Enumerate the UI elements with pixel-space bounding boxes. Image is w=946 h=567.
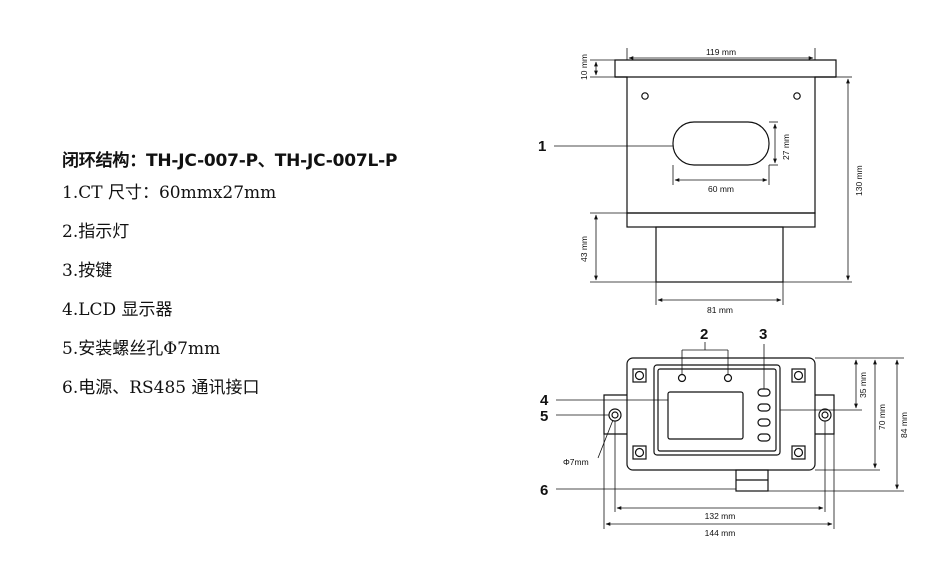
dim-label-144: 144 mm [705, 528, 736, 538]
corner-screw-square [791, 368, 806, 383]
front-view [603, 357, 835, 492]
dim-label-slot-height: 27 mm [781, 134, 791, 160]
callout-5: 5 [540, 408, 548, 425]
key-button [757, 433, 771, 442]
callout-1: 1 [538, 138, 546, 155]
corner-screw [634, 447, 645, 458]
callout-2: 2 [700, 326, 708, 343]
spec-item-mount-hole: 5.安装螺丝孔Φ7mm [62, 339, 221, 359]
spec-item-power: 6.电源、RS485 通讯接口 [62, 378, 260, 398]
dim-label-flange: 10 mm [579, 54, 589, 80]
spec-title: 闭环结构：TH-JC-007-P、TH-JC-007L-P [62, 151, 398, 171]
front-view-dimensions [556, 342, 904, 529]
key-button [757, 403, 771, 412]
dim-label-hole: Φ7mm [563, 457, 589, 467]
corner-screw-square [632, 445, 647, 460]
spec-item-lcd: 4.LCD 显示器 [62, 300, 173, 320]
top-view-base [655, 226, 784, 283]
ct-slot [672, 121, 770, 166]
mount-hole [818, 408, 832, 422]
corner-screw [793, 447, 804, 458]
spec-list: 闭环结构：TH-JC-007-P、TH-JC-007L-P 1.CT 尺寸：60… [62, 146, 502, 417]
top-view-lower-section [626, 212, 816, 228]
top-view-screw-hole [793, 92, 801, 100]
dim-label-lower: 43 mm [579, 236, 589, 262]
callout-4: 4 [540, 392, 549, 409]
callout-3: 3 [759, 326, 767, 343]
key-button [757, 388, 771, 397]
spec-item-indicator: 2.指示灯 [62, 222, 130, 242]
corner-screw [634, 370, 645, 381]
corner-screw-square [632, 368, 647, 383]
key-button [757, 418, 771, 427]
top-view-screw-hole [641, 92, 649, 100]
mount-hole-inner [821, 411, 829, 419]
lcd-display [667, 391, 744, 440]
dim-label-base: 81 mm [707, 305, 733, 315]
top-view [614, 59, 837, 283]
dim-label-70: 70 mm [877, 404, 887, 430]
front-view-panel [657, 368, 777, 452]
dim-label-132: 132 mm [705, 511, 736, 521]
callout-6: 6 [540, 482, 548, 499]
spec-item-button: 3.按键 [62, 261, 113, 281]
dim-label-width: 119 mm [706, 47, 736, 57]
corner-screw [793, 370, 804, 381]
mount-hole [608, 408, 622, 422]
indicator-led [677, 373, 687, 383]
leader-hole [597, 419, 614, 459]
indicator-led [723, 373, 733, 383]
top-view-dimensions [554, 48, 852, 305]
front-view-housing [626, 357, 816, 471]
front-view-mount-flange [603, 394, 835, 435]
dim-label-height: 130 mm [854, 165, 864, 196]
spec-item-ct-size: 1.CT 尺寸：60mmx27mm [62, 183, 277, 203]
dim-label-slot-width: 60 mm [708, 184, 734, 194]
corner-screw-square [791, 445, 806, 460]
dim-label-35: 35 mm [858, 372, 868, 398]
mount-hole-inner [611, 411, 619, 419]
dim-label-84: 84 mm [899, 412, 909, 438]
